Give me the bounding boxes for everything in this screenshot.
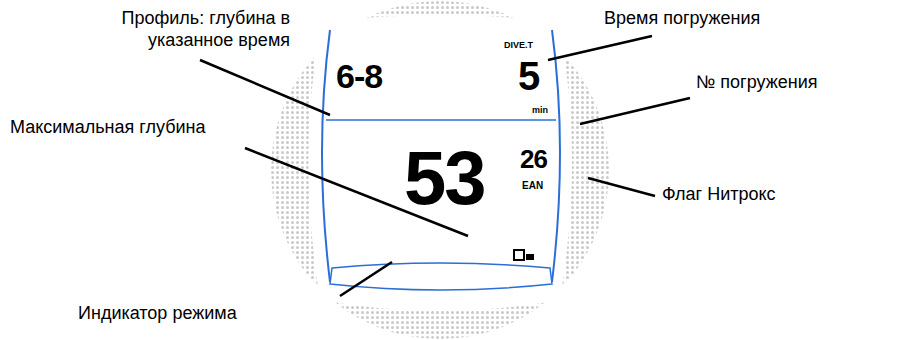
lcd-bottom-band [330,263,552,290]
lcd-caption: DIVE.T [504,40,533,51]
lcd-unit: min [532,105,548,116]
lcd-nitrox-flag: EAN [522,180,543,192]
leader-lines [200,36,690,296]
lcd-border-right [552,30,560,282]
callout-label: Индикатор режима [78,303,237,325]
mode-icon [514,250,534,260]
lcd-dive-time: 5 [518,52,540,100]
bezel-ring [271,1,609,339]
callout-label: Профиль: глубина в указанное время [75,8,290,51]
callout-label: Время погружения [604,8,760,30]
callout-label: Флаг Нитрокс [662,184,776,206]
lcd-face [308,15,572,311]
lcd-profile-depth: 6-8 [336,56,382,97]
lcd-divider [326,119,556,121]
leader-line [580,98,690,124]
lcd-max-depth: 53 [404,132,485,223]
lcd-border-left [322,30,330,282]
callout-label: № погружения [696,72,817,94]
lcd-dive-number: 26 [520,144,547,175]
leader-line [588,178,655,196]
callout-label: Максимальная глубина [10,117,206,139]
leader-line [200,60,330,115]
leader-line [340,262,392,296]
leader-line [548,36,652,60]
